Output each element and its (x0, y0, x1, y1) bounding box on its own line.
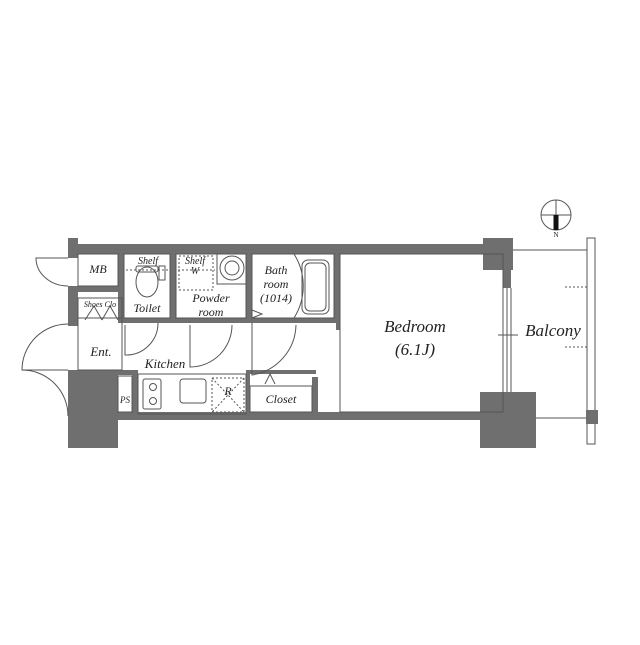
room-label-shoes-closet: Shoes Clo (83, 300, 117, 309)
room-label-balcony: Balcony (525, 321, 581, 340)
room-label-powder-line1: Powder (192, 291, 230, 305)
room-label-entrance: Ent. (90, 344, 112, 359)
compass-north-label: N (553, 231, 559, 239)
shelves (126, 255, 587, 413)
room-label-kitchen: Kitchen (144, 356, 186, 371)
compass-icon (540, 199, 572, 231)
room-label-closet: Closet (265, 392, 297, 406)
walls (68, 238, 536, 448)
room-label-powder-line2: room (198, 305, 224, 319)
room-label-mb: MB (89, 262, 107, 276)
room-label-bath-line2: room (263, 277, 289, 291)
refrigerator-label: R (224, 384, 232, 398)
balcony-post (586, 410, 598, 424)
room-label-toilet: Toilet (133, 301, 161, 315)
door-swings (21, 253, 304, 417)
powder-shelf-label: Shelf (185, 256, 205, 267)
room-label-bath-line3: (1014) (260, 291, 292, 305)
fixtures (77, 237, 596, 445)
room-label-bath-line1: Bath (264, 263, 288, 277)
room-label-ps: PS (120, 395, 130, 405)
room-label-bedroom: Bedroom (384, 317, 446, 336)
room-label-bedroom-size: (6.1J) (394, 340, 436, 359)
washer-label: W (190, 266, 200, 277)
toilet-shelf-label: Shelf (138, 256, 158, 267)
